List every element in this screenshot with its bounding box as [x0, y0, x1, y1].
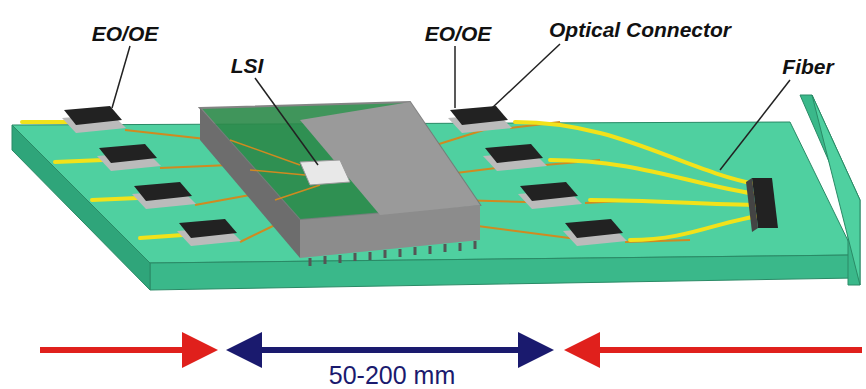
dimension-label: 50-200 mm [329, 362, 455, 389]
part-label: Fiber [782, 55, 833, 78]
part-label: LSI [231, 54, 264, 77]
part-label: EO/OE [92, 22, 159, 45]
part-label: Optical Connector [549, 18, 731, 41]
part-label: EO/OE [425, 22, 492, 45]
